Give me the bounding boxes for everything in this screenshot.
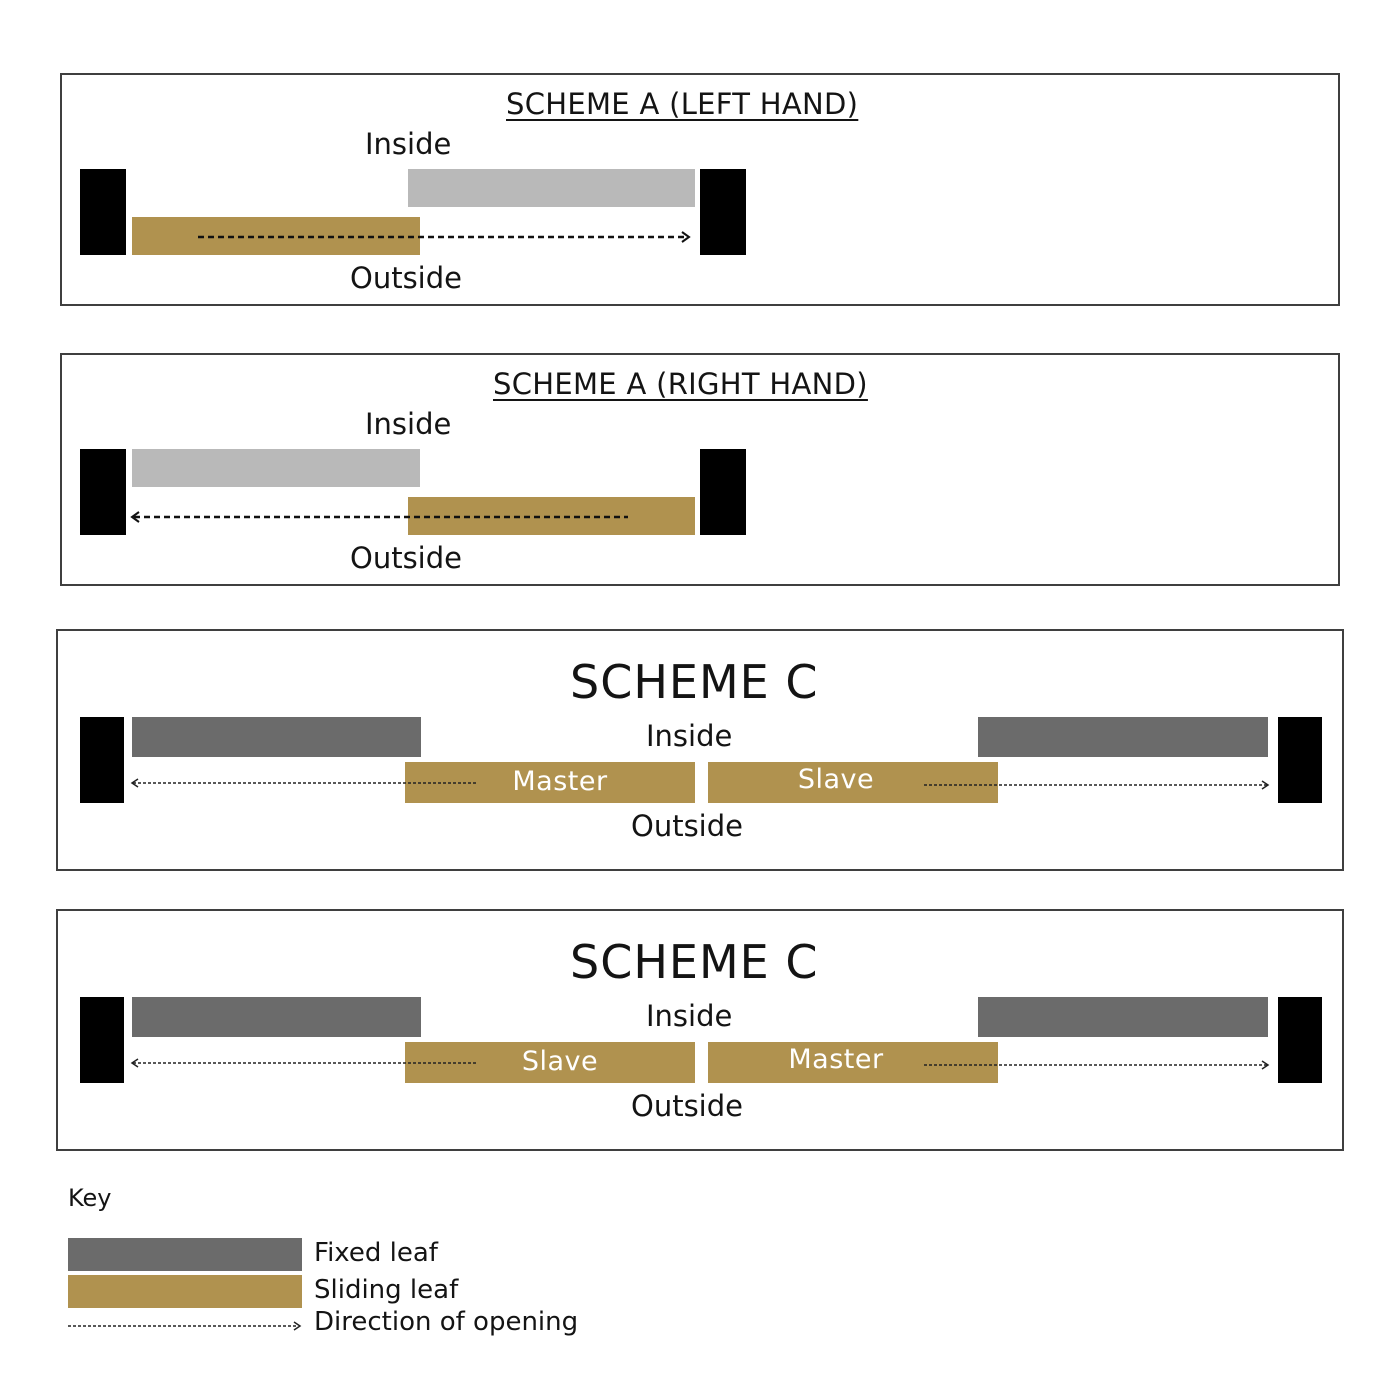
direction-arrow — [198, 231, 691, 243]
inside-leaf — [408, 169, 695, 207]
inside-label: Inside — [646, 719, 733, 753]
frame-post-right — [1278, 997, 1322, 1083]
key-title: Key — [68, 1184, 112, 1212]
fixed-leaf-left — [132, 717, 421, 757]
sliding-leaf-right — [708, 762, 998, 803]
scheme-a-right-panel: SCHEME A (RIGHT HAND) Inside Outside — [60, 353, 1340, 586]
inside-label: Inside — [646, 999, 733, 1033]
frame-post-left — [80, 997, 124, 1083]
frame-post-left — [80, 717, 124, 803]
outside-label: Outside — [350, 541, 462, 575]
left-leaf-label: Slave — [521, 1046, 599, 1077]
outside-label: Outside — [631, 1089, 743, 1123]
outside-label: Outside — [350, 261, 462, 295]
direction-arrow-right — [924, 780, 1270, 790]
key-label-sliding-leaf: Sliding leaf — [314, 1275, 459, 1305]
scheme-title: SCHEME A (LEFT HAND) — [506, 87, 859, 121]
key-swatch-direction-arrow — [68, 1321, 302, 1331]
scheme-title: SCHEME C — [570, 655, 819, 709]
scheme-c-panel-1: SCHEME C Inside Master Slave Outside — [56, 629, 1344, 871]
fixed-leaf-right — [978, 717, 1268, 757]
scheme-title: SCHEME A (RIGHT HAND) — [493, 367, 868, 401]
key-label-direction-of-opening: Direction of opening — [314, 1307, 579, 1337]
fixed-leaf-right — [978, 997, 1268, 1037]
outside-label: Outside — [631, 809, 743, 843]
frame-post-right — [1278, 717, 1322, 803]
scheme-a-left-panel: SCHEME A (LEFT HAND) Inside Outside — [60, 73, 1340, 306]
key-swatch-sliding-leaf — [68, 1275, 302, 1308]
direction-arrow — [130, 511, 628, 523]
key-swatch-fixed-leaf — [68, 1238, 302, 1271]
scheme-title: SCHEME C — [570, 935, 819, 989]
inside-label: Inside — [365, 127, 452, 161]
right-leaf-label: Master — [788, 1044, 884, 1075]
right-leaf-label: Slave — [797, 764, 875, 795]
inside-leaf — [132, 449, 420, 487]
left-leaf-label: Master — [512, 766, 608, 797]
direction-arrow-left — [130, 778, 476, 788]
frame-post-left — [80, 449, 126, 535]
inside-label: Inside — [365, 407, 452, 441]
frame-post-left — [80, 169, 126, 255]
fixed-leaf-left — [132, 997, 421, 1037]
scheme-c-panel-2: SCHEME C Inside Slave Master Outside — [56, 909, 1344, 1151]
key-label-fixed-leaf: Fixed leaf — [314, 1238, 438, 1268]
direction-arrow-right — [924, 1060, 1270, 1070]
direction-arrow-left — [130, 1058, 476, 1068]
sliding-leaf-right — [708, 1042, 998, 1083]
frame-post-right — [700, 449, 746, 535]
frame-post-right — [700, 169, 746, 255]
